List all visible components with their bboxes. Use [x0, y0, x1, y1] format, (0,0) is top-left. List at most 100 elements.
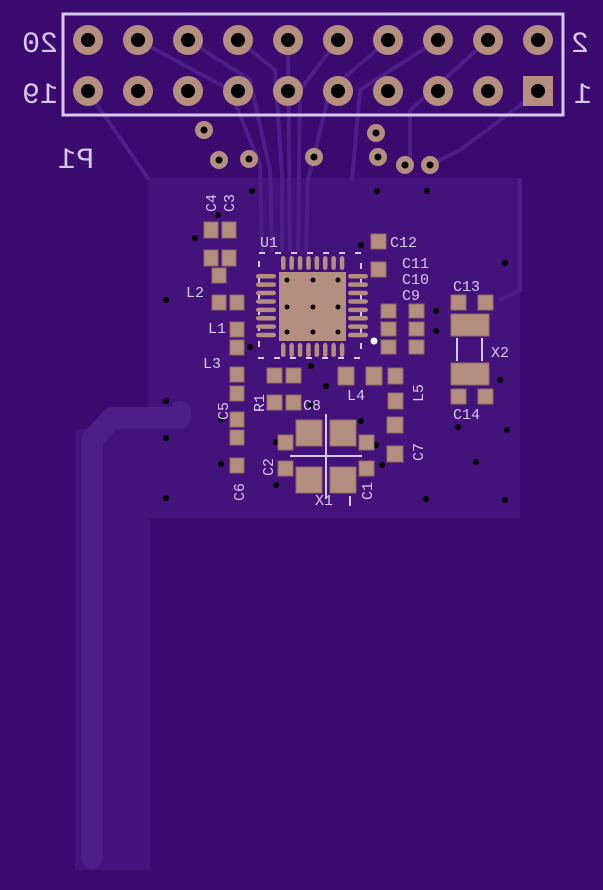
u1-thermal-via — [335, 304, 341, 310]
via-hole — [372, 129, 380, 137]
via-hole — [374, 153, 382, 161]
via — [308, 402, 314, 408]
c3-pad — [221, 249, 237, 267]
c2-pad — [277, 460, 294, 477]
c14-pad — [450, 388, 467, 405]
pin-hole — [431, 33, 445, 47]
via — [424, 188, 430, 194]
label-c2: C2 — [261, 458, 278, 476]
trace-1 — [86, 90, 150, 180]
pin-hole — [281, 84, 295, 98]
u1-pin-pad — [256, 282, 276, 287]
via — [358, 242, 364, 248]
pin-hole — [381, 84, 395, 98]
u1-pin-pad — [348, 316, 368, 321]
u1-pin-pad — [339, 256, 345, 270]
pin-hole — [481, 33, 495, 47]
u1-pin-pad — [331, 256, 336, 270]
via — [504, 427, 510, 433]
c1-pad — [358, 434, 375, 451]
label-x1: X1 — [315, 493, 333, 510]
label-c12: C12 — [390, 235, 417, 252]
pin-hole — [281, 33, 295, 47]
label-l1: L1 — [208, 321, 226, 338]
u1-thermal-via — [310, 304, 316, 310]
via-hole — [245, 155, 253, 163]
l3-pad — [229, 385, 245, 402]
c7-pad — [386, 416, 404, 434]
u1-pin-pad — [331, 343, 336, 357]
u1-thermal-via — [335, 277, 341, 283]
label-l4: L4 — [347, 388, 365, 405]
via — [379, 462, 385, 468]
u1-pin-pad — [348, 290, 368, 296]
via-hole — [310, 153, 318, 161]
pin-hole — [431, 84, 445, 98]
u1-pin-pad — [323, 256, 328, 270]
l1-pad — [229, 321, 245, 338]
label-l3: L3 — [203, 356, 221, 373]
c7-pad — [386, 445, 404, 463]
via-hole — [426, 161, 434, 169]
header-label-1: 1 — [574, 79, 592, 113]
smd-pads — [203, 221, 494, 494]
via — [423, 496, 429, 502]
r1-pad — [266, 367, 283, 384]
label-c9: C9 — [402, 288, 420, 305]
trace-3 — [186, 38, 274, 252]
x2-pad — [450, 362, 490, 386]
via — [497, 377, 503, 383]
pin-hole — [181, 33, 195, 47]
u1-outline — [258, 252, 362, 359]
trace-11 — [498, 178, 522, 302]
u1-thermal-via — [310, 277, 316, 283]
via — [247, 344, 253, 350]
c10-pad — [380, 339, 397, 355]
header-label-20: 20 — [22, 28, 58, 62]
header-pin-holes — [81, 33, 545, 98]
c13-pad — [450, 294, 467, 311]
via — [273, 482, 279, 488]
u1-pin-pad — [306, 256, 311, 270]
u1-pin-pad — [339, 343, 345, 357]
via — [455, 424, 461, 430]
c12-pad — [370, 233, 387, 250]
x1-pad — [295, 419, 323, 447]
c4-pad — [203, 221, 219, 239]
u1-chip — [256, 252, 378, 359]
header-label-2: 2 — [571, 28, 589, 62]
pin-hole — [181, 84, 195, 98]
header-pin-row-top — [73, 25, 553, 55]
label-c14: C14 — [453, 407, 480, 424]
u1-pin-pad — [281, 256, 286, 270]
l5-pad — [387, 367, 404, 385]
c3-pad — [221, 221, 237, 239]
u1-pin-pad — [297, 343, 303, 357]
label-c4: C4 — [204, 194, 221, 212]
c8-pad — [285, 394, 302, 411]
c6-pad — [229, 457, 245, 474]
via — [433, 308, 439, 314]
trace-9 — [408, 38, 490, 167]
via-hole — [215, 156, 223, 164]
trace-10 — [428, 90, 540, 167]
c10-pad — [380, 321, 397, 337]
header-ref: P1 — [58, 144, 94, 178]
c5-pad — [229, 429, 245, 446]
via — [358, 418, 364, 424]
silkscreen: 20 2 19 1 P1 U1 C12 C11 C10 C9 C13 X2 C1… — [22, 28, 592, 510]
u1-pin-pad — [323, 343, 328, 357]
c11-pad — [370, 261, 387, 278]
l4-pad — [337, 366, 355, 386]
u1-pin-pad — [289, 256, 294, 270]
c9-pad — [408, 339, 425, 355]
x1-pad — [295, 466, 323, 494]
pin-hole — [81, 33, 95, 47]
u1-pin-pad — [348, 332, 368, 338]
c9-pad — [408, 321, 425, 337]
u1-pin-pad — [348, 324, 368, 329]
u1-pin-pad — [256, 290, 276, 296]
u1-pin-pad — [348, 299, 368, 304]
pin-hole — [531, 33, 545, 47]
component-outlines — [290, 338, 483, 506]
